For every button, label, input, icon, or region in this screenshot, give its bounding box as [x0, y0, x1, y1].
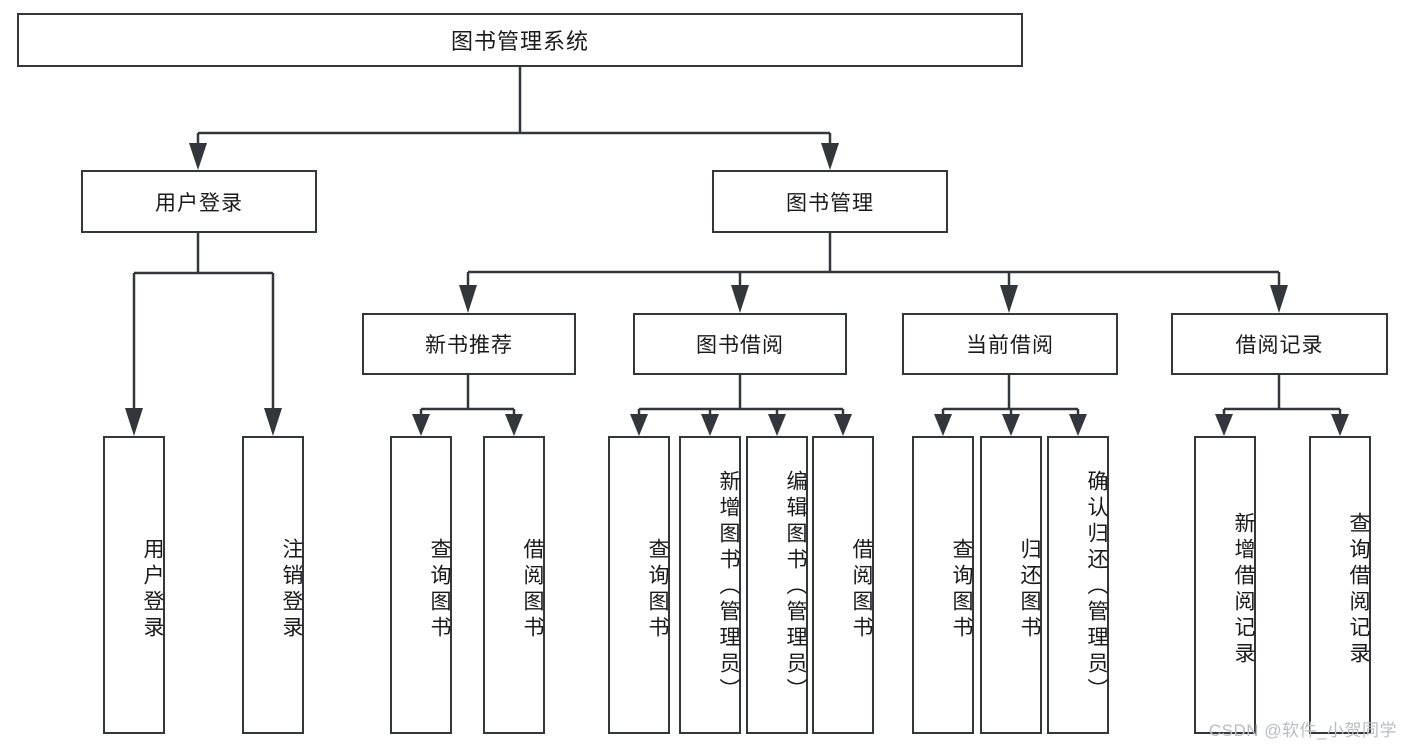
leaf-confirm-return-admin[interactable]: 确认归还（管理员） — [1047, 436, 1109, 734]
node-label: 用户登录 — [155, 191, 243, 215]
node-label: 查询借阅记录 — [1347, 512, 1370, 668]
leaf-add-book-admin[interactable]: 新增图书（管理员） — [679, 436, 741, 734]
node-label: 借阅图书 — [850, 538, 873, 642]
node-root-book-management-system[interactable]: 图书管理系统 — [17, 13, 1023, 67]
node-label: 新书推荐 — [425, 334, 513, 357]
node-label: 新增图书（管理员） — [717, 470, 740, 704]
node-current-borrow[interactable]: 当前借阅 — [902, 313, 1118, 375]
node-label: 查询图书 — [428, 538, 451, 642]
leaf-user-login[interactable]: 用户登录 — [103, 436, 165, 734]
leaf-query-book-recommend[interactable]: 查询图书 — [390, 436, 452, 734]
leaf-query-book-current[interactable]: 查询图书 — [912, 436, 974, 734]
leaf-query-borrow-record[interactable]: 查询借阅记录 — [1309, 436, 1371, 734]
node-label: 图书借阅 — [696, 334, 784, 357]
node-borrow-record[interactable]: 借阅记录 — [1171, 313, 1388, 375]
node-label: 归还图书 — [1018, 538, 1041, 642]
node-book-management[interactable]: 图书管理 — [712, 170, 948, 233]
node-label: 查询图书 — [950, 538, 973, 642]
node-label: 用户登录 — [141, 538, 164, 642]
node-new-book-recommend[interactable]: 新书推荐 — [362, 313, 576, 375]
node-label: 图书管理系统 — [450, 29, 589, 54]
node-label: 新增借阅记录 — [1232, 512, 1255, 668]
leaf-user-logout[interactable]: 注销登录 — [242, 436, 304, 734]
node-label: 借阅图书 — [521, 538, 544, 642]
leaf-borrow-book-recommend[interactable]: 借阅图书 — [483, 436, 545, 734]
leaf-add-borrow-record[interactable]: 新增借阅记录 — [1194, 436, 1256, 734]
node-label: 当前借阅 — [966, 334, 1054, 357]
leaf-edit-book-admin[interactable]: 编辑图书（管理员） — [746, 436, 808, 734]
node-label: 注销登录 — [280, 538, 303, 642]
leaf-borrow-book[interactable]: 借阅图书 — [812, 436, 874, 734]
watermark: CSDN @软件_小贺同学 — [1208, 721, 1397, 740]
node-label: 编辑图书（管理员） — [784, 470, 807, 704]
node-label: 借阅记录 — [1235, 334, 1324, 357]
node-label: 确认归还（管理员） — [1085, 470, 1108, 704]
node-label: 图书管理 — [786, 191, 874, 215]
node-label: 查询图书 — [646, 538, 669, 642]
leaf-return-book[interactable]: 归还图书 — [980, 436, 1042, 734]
leaf-query-book-borrow[interactable]: 查询图书 — [608, 436, 670, 734]
node-user-login[interactable]: 用户登录 — [81, 170, 317, 233]
node-book-borrow[interactable]: 图书借阅 — [633, 313, 847, 375]
